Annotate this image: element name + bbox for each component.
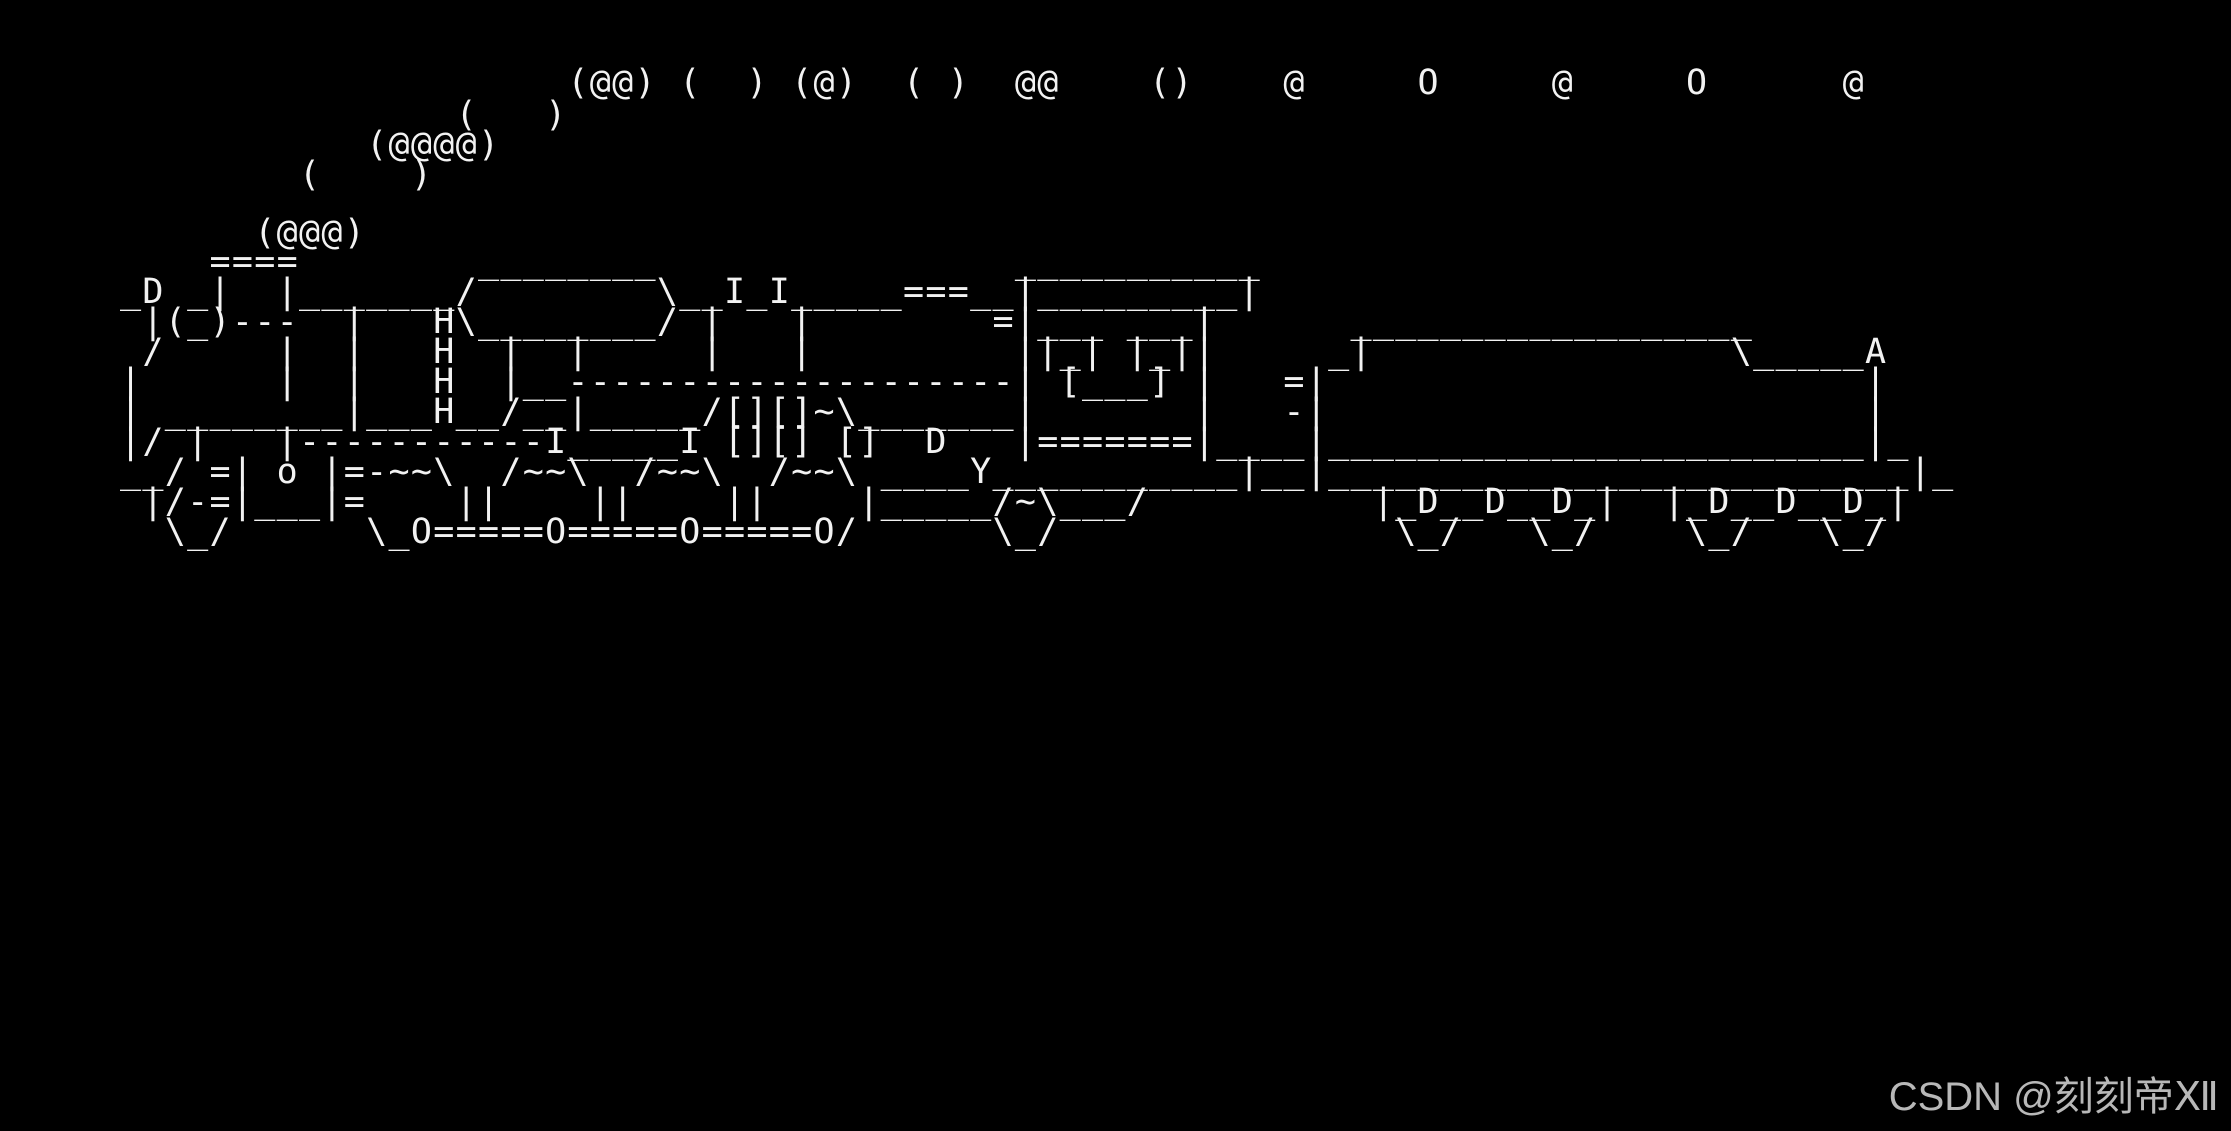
train-line-5: | | | H |__--------------------| [___] |… — [120, 362, 1888, 402]
train-line-3: |(_)--- | H\________/ | | =|___ ___| ___… — [120, 302, 1754, 342]
train-line-8: __/ =| o |=-~~\ /~~\ /~~\ /~~\ ____Y____… — [120, 452, 1955, 492]
train-line-4: / | | H | | | | ||_| |_|| _| \_____A — [120, 332, 1888, 372]
train-line-2: _D _| |_______/ \__I_I_____===__|_______… — [120, 272, 1261, 312]
smoke-line-5: (@@@) — [120, 213, 367, 253]
smoke-line-1: (@@) ( ) (@) ( ) @@ () @ O @ O @ — [120, 63, 1865, 103]
train-line-7: |/ | |-----------I_____I [][] [] D |====… — [120, 422, 1910, 462]
smoke-line-4: ( ) — [120, 155, 434, 195]
smoke-line-2: ( ) — [120, 95, 568, 135]
train-line-10: \_/ \_O=====O=====O=====O/ \_/ \_/ \_/ \… — [120, 512, 1888, 552]
train-line-6: | ________|___H__/__|_____/[][]~\_______… — [120, 392, 1888, 432]
train-line-9: |/-=|___|= || || || |_____/~\___/ |_D__D… — [120, 482, 1910, 522]
csdn-watermark: CSDN @刻刻帝Ⅻ — [1888, 1075, 2219, 1119]
smoke-line-3: (@@@@) — [120, 125, 501, 165]
train-line-1: ==== ________ ___________ — [120, 242, 1261, 282]
